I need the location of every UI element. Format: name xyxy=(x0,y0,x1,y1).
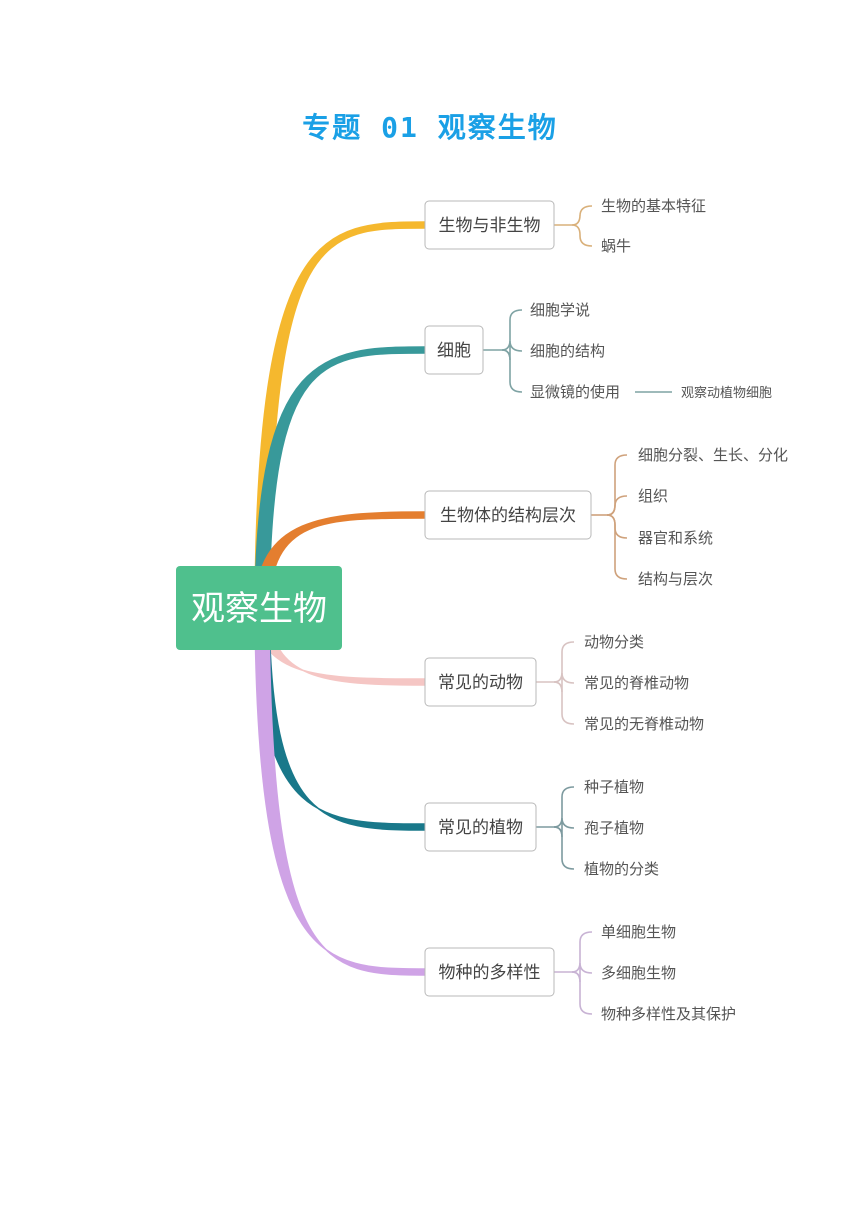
branch-node-label: 细胞 xyxy=(437,341,471,361)
child-label[interactable]: 组织 xyxy=(638,487,668,505)
child-label[interactable]: 细胞学说 xyxy=(530,301,590,319)
page-title: 专题 01 观察生物 xyxy=(302,111,558,144)
child-label[interactable]: 细胞分裂、生长、分化 xyxy=(638,446,788,464)
branch-node-label: 生物体的结构层次 xyxy=(440,506,576,526)
child-label[interactable]: 器官和系统 xyxy=(638,529,713,547)
branch-node-label: 常见的动物 xyxy=(438,673,523,693)
bracket-2 xyxy=(483,309,523,393)
bracket-5 xyxy=(536,786,575,870)
child-label[interactable]: 结构与层次 xyxy=(638,570,713,588)
branch-node-label: 物种的多样性 xyxy=(439,963,541,983)
branch-node-2[interactable]: 细胞 xyxy=(424,325,484,375)
child-brackets xyxy=(483,205,628,1015)
bracket-4 xyxy=(536,641,575,725)
child-label[interactable]: 蜗牛 xyxy=(601,237,631,255)
sub-child-label[interactable]: 观察动植物细胞 xyxy=(681,386,772,401)
child-label[interactable]: 常见的脊椎动物 xyxy=(584,674,689,692)
child-label[interactable]: 物种多样性及其保护 xyxy=(601,1005,736,1023)
child-label[interactable]: 单细胞生物 xyxy=(601,923,676,941)
center-node-group: 观察生物 xyxy=(176,566,342,650)
branch-curve-6 xyxy=(254,607,426,976)
child-label[interactable]: 细胞的结构 xyxy=(530,342,605,360)
center-node-label: 观察生物 xyxy=(191,589,327,629)
child-label[interactable]: 多细胞生物 xyxy=(601,964,676,982)
branch-node-label: 常见的植物 xyxy=(438,818,523,838)
branch-node-6[interactable]: 物种的多样性 xyxy=(424,947,555,997)
branch-node-label: 生物与非生物 xyxy=(439,216,541,236)
child-label[interactable]: 孢子植物 xyxy=(584,819,644,837)
child-label[interactable]: 种子植物 xyxy=(584,778,644,796)
child-label[interactable]: 植物的分类 xyxy=(584,860,659,878)
child-label[interactable]: 生物的基本特征 xyxy=(601,197,706,215)
bracket-6 xyxy=(554,931,593,1015)
branch-node-1[interactable]: 生物与非生物 xyxy=(424,200,555,250)
bracket-3 xyxy=(591,454,628,580)
child-label[interactable]: 动物分类 xyxy=(584,633,644,651)
branch-node-5[interactable]: 常见的植物 xyxy=(424,802,537,852)
branch-node-3[interactable]: 生物体的结构层次 xyxy=(424,490,592,540)
branch-node-4[interactable]: 常见的动物 xyxy=(424,657,537,707)
bracket-1 xyxy=(554,205,593,247)
center-node[interactable]: 观察生物 xyxy=(176,566,342,650)
child-label[interactable]: 常见的无脊椎动物 xyxy=(584,715,704,733)
child-label[interactable]: 显微镜的使用 xyxy=(530,383,620,401)
